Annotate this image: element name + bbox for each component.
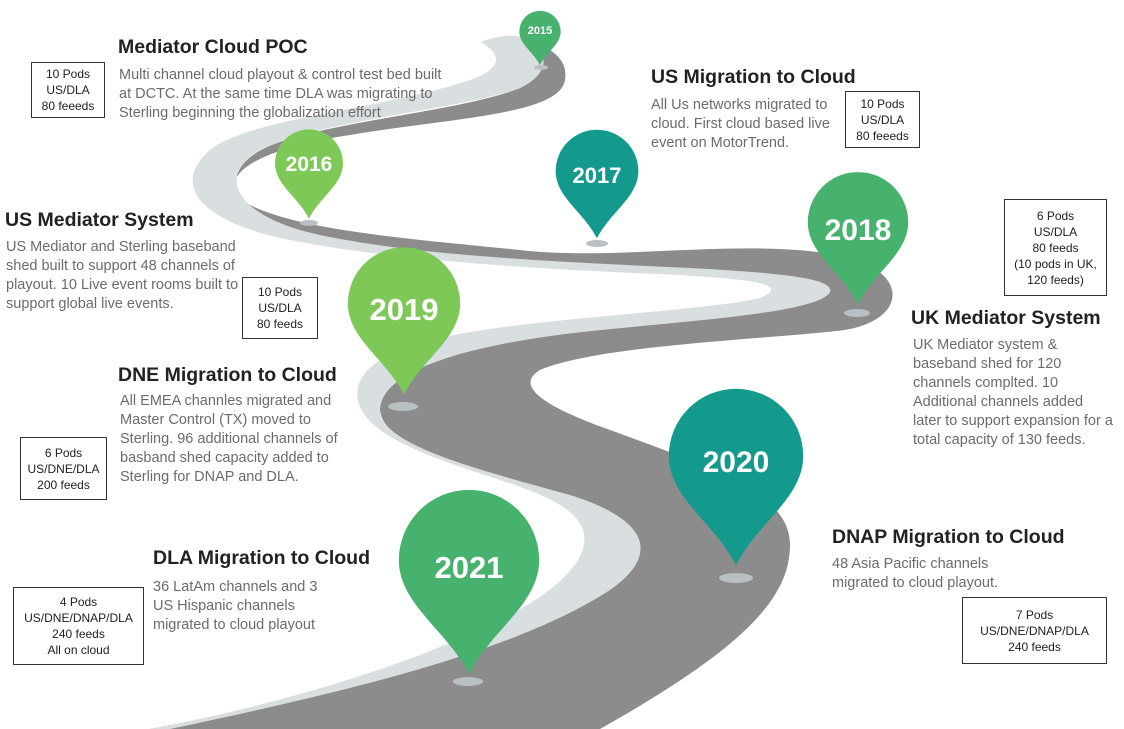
milestone-title: UK Mediator System <box>911 307 1101 329</box>
capacity-line: 6 Pods <box>1036 208 1075 223</box>
capacity-line: (10 pods in UK, <box>1014 256 1097 271</box>
pin-shadow <box>388 402 418 411</box>
capacity-line: 200 feeds <box>37 477 90 492</box>
capacity-box: 6 Pods US/DNE/DLA 200 feeds <box>20 437 107 500</box>
milestone-description: 36 LatAm channels and 3 US Hispanic chan… <box>153 579 318 633</box>
pin-shadow <box>534 65 548 70</box>
pin-shadow <box>844 309 870 317</box>
pin-2020: 2020 <box>666 386 806 568</box>
capacity-box: 10 Pods US/DLA 80 feeds <box>242 277 318 339</box>
pin-shadow <box>453 677 483 686</box>
capacity-box: 6 Pods US/DLA 80 feeds (10 pods in UK, 1… <box>1004 199 1107 296</box>
pin-shadow <box>586 240 608 247</box>
capacity-line: US/DLA <box>860 112 905 127</box>
pin-2021: 2021 <box>394 487 544 677</box>
capacity-line: 80 feeeds <box>856 128 909 143</box>
pin-2015: 2015 <box>518 10 562 66</box>
pin-2019: 2019 <box>342 245 466 397</box>
capacity-line: US/DLA <box>1033 224 1078 239</box>
capacity-line: US/DNE/DLA <box>27 461 100 476</box>
milestone-description: Multi channel cloud playout & control te… <box>119 67 442 121</box>
milestone-description: UK Mediator system & baseband shed for 1… <box>913 337 1113 448</box>
milestone-description: US Mediator and Sterling baseband shed b… <box>6 239 239 312</box>
capacity-line: US/DLA <box>258 301 302 315</box>
pin-shadow <box>300 220 318 226</box>
pin-2018: 2018 <box>804 170 912 306</box>
milestone-title: US Mediator System <box>5 209 194 231</box>
pin-year: 2017 <box>572 163 622 188</box>
pin-2017: 2017 <box>553 128 641 240</box>
milestone-description: All EMEA channles migrated and Master Co… <box>120 393 338 485</box>
capacity-line: 10 Pods <box>860 96 905 111</box>
pin-year: 2016 <box>285 153 333 176</box>
capacity-line: 4 Pods <box>59 595 98 609</box>
capacity-box: 4 Pods US/DNE/DNAP/DLA 240 feeds All on … <box>13 587 144 665</box>
milestone-title: Mediator Cloud POC <box>118 36 308 58</box>
capacity-line: 6 Pods <box>44 445 83 460</box>
milestone-description: 48 Asia Pacific channels migrated to clo… <box>832 556 999 591</box>
capacity-line: US/DNE/DNAP/DLA <box>980 623 1089 638</box>
pin-year: 2018 <box>824 214 892 247</box>
pin-year: 2020 <box>702 446 770 479</box>
pin-shadow <box>719 573 753 583</box>
milestone-title: DLA Migration to Cloud <box>153 547 370 569</box>
milestone-title: DNAP Migration to Cloud <box>832 526 1065 548</box>
capacity-line: 7 Pods <box>1015 607 1054 622</box>
road-side <box>150 40 893 729</box>
pin-2016: 2016 <box>270 128 348 220</box>
capacity-box: 10 Pods US/DLA 80 feeeds <box>845 91 920 148</box>
capacity-line: 80 feeds <box>256 317 304 331</box>
capacity-line: 120 feeds) <box>1027 272 1084 287</box>
capacity-line: US/DLA <box>46 83 90 97</box>
milestone-title: DNE Migration to Cloud <box>118 364 337 386</box>
capacity-box: 10 Pods US/DLA 80 feeeds <box>31 62 105 118</box>
capacity-line: 240 feeds <box>52 627 105 641</box>
capacity-line: 10 Pods <box>45 67 91 81</box>
capacity-line: 80 feeeds <box>41 99 95 113</box>
capacity-line: US/DNE/DNAP/DLA <box>24 611 133 625</box>
milestone-description: All Us networks migrated to cloud. First… <box>651 97 830 151</box>
capacity-line: All on cloud <box>47 643 110 657</box>
pin-year: 2021 <box>434 550 504 585</box>
pin-year: 2015 <box>527 25 553 37</box>
capacity-line: 80 feeds <box>1032 240 1079 255</box>
capacity-line: 10 Pods <box>257 285 303 299</box>
capacity-box: 7 Pods US/DNE/DNAP/DLA 240 feeds <box>962 597 1107 664</box>
pin-year: 2019 <box>369 292 439 327</box>
capacity-line: 240 feeds <box>1008 639 1061 654</box>
milestone-title: US Migration to Cloud <box>651 66 856 88</box>
